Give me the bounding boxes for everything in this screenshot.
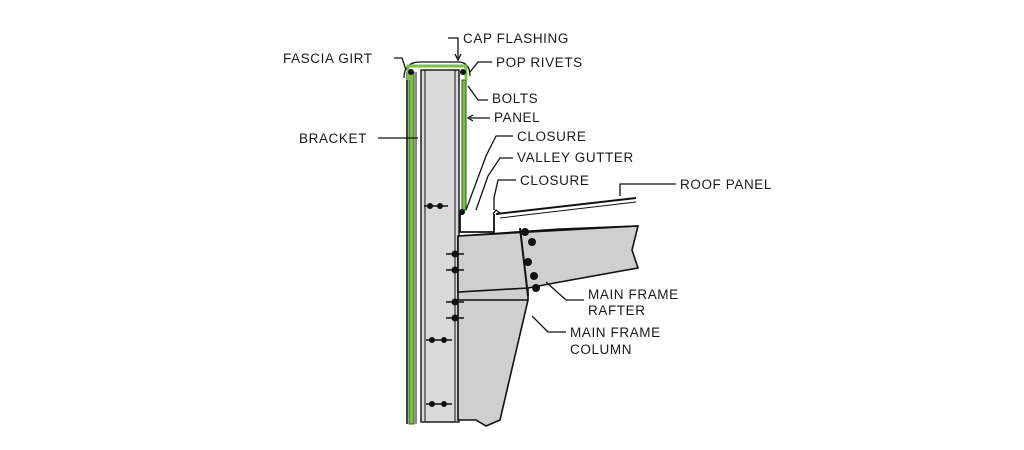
label-roof-panel: ROOF PANEL bbox=[680, 177, 772, 192]
label-panel: PANEL bbox=[494, 110, 540, 125]
label-closure-upper: CLOSURE bbox=[517, 129, 586, 144]
label-pop-rivets: POP RIVETS bbox=[496, 55, 583, 70]
inner-panel bbox=[461, 79, 467, 211]
fascia-bracket bbox=[420, 69, 460, 423]
label-closure-lower: CLOSURE bbox=[520, 173, 589, 188]
label-bracket: BRACKET bbox=[299, 131, 367, 146]
valley-gutter bbox=[459, 209, 495, 233]
label-main-frame-column-line2: COLUMN bbox=[570, 342, 632, 357]
exterior-panel bbox=[406, 71, 417, 425]
label-main-frame-rafter-line1: MAIN FRAME bbox=[588, 287, 679, 302]
label-fascia-girt: FASCIA GIRT bbox=[283, 51, 373, 66]
bolt-group bbox=[424, 203, 540, 407]
callout-labels: CAP FLASHING FASCIA GIRT POP RIVETS BOLT… bbox=[283, 31, 772, 357]
label-bolts: BOLTS bbox=[492, 91, 538, 106]
label-main-frame-column-line1: MAIN FRAME bbox=[570, 325, 661, 340]
leader-lines bbox=[378, 37, 676, 333]
label-main-frame-rafter-line2: RAFTER bbox=[588, 303, 646, 318]
label-valley-gutter: VALLEY GUTTER bbox=[517, 150, 634, 165]
label-cap-flashing: CAP FLASHING bbox=[463, 31, 569, 46]
main-frame-rafter bbox=[457, 225, 640, 293]
roof-panel bbox=[492, 197, 637, 219]
